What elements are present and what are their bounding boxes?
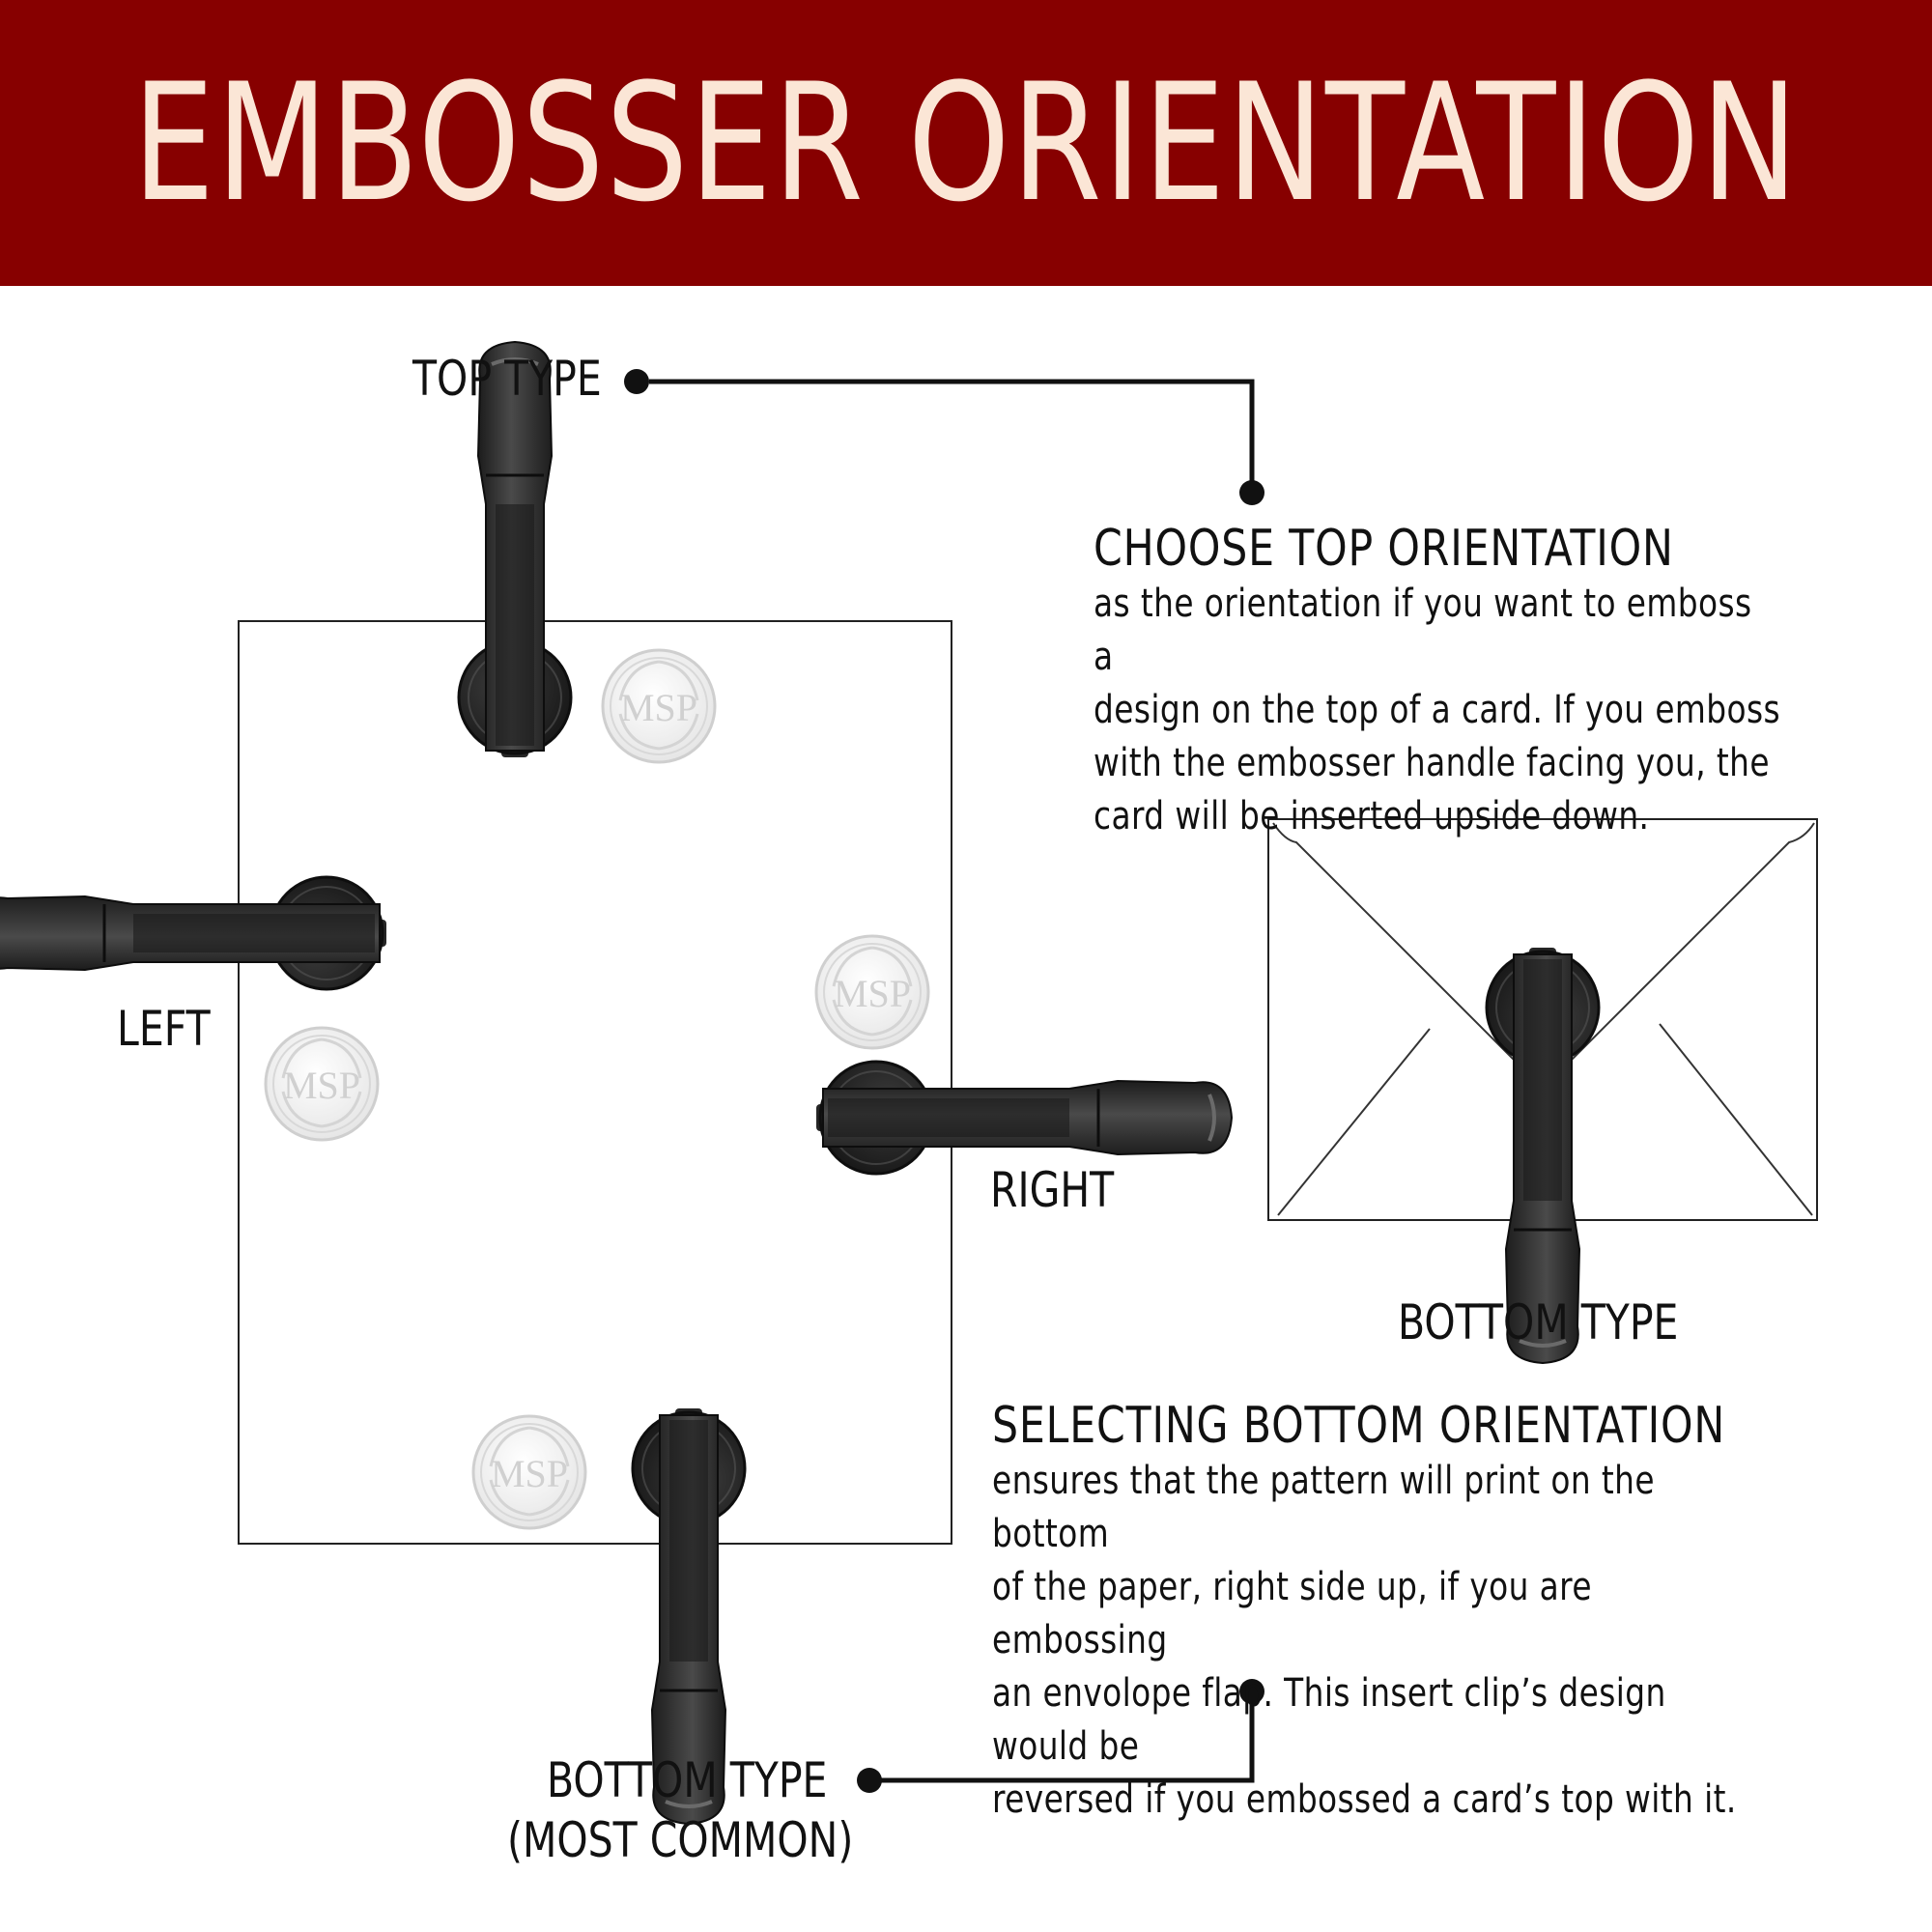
bottom-orientation-heading: SELECTING BOTTOM ORIENTATION <box>992 1397 1726 1455</box>
embosser-right-type <box>814 1060 1234 1176</box>
top-orientation-text: CHOOSE TOP ORIENTATION as the orientatio… <box>1094 520 1781 843</box>
bottom-orientation-text: SELECTING BOTTOM ORIENTATION ensures tha… <box>992 1397 1763 1827</box>
label-bottom-type-main: BOTTOM TYPE <box>547 1752 828 1808</box>
label-left: LEFT <box>117 1001 211 1057</box>
page-title: EMBOSSER ORIENTATION <box>132 48 1800 238</box>
top-orientation-body: as the orientation if you want to emboss… <box>1094 582 1780 838</box>
seal-text-left: MSP <box>283 1064 360 1107</box>
title-banner: EMBOSSER ORIENTATION <box>0 0 1932 286</box>
embosser-left-type <box>0 875 388 991</box>
label-bottom-type-envelope: BOTTOM TYPE <box>1398 1294 1679 1350</box>
top-orientation-heading: CHOOSE TOP ORIENTATION <box>1094 520 1674 578</box>
label-right: RIGHT <box>990 1162 1115 1218</box>
label-bottom-type-note: (MOST COMMON) <box>507 1812 854 1868</box>
seal-text-top: MSP <box>620 686 697 729</box>
label-top-type: TOP TYPE <box>412 351 602 407</box>
connector-top <box>624 369 1264 505</box>
connector-bottom <box>857 1679 1264 1793</box>
seal-text-bottom: MSP <box>491 1452 568 1495</box>
seal-text-right: MSP <box>834 972 911 1015</box>
bottom-orientation-body: ensures that the pattern will print on t… <box>992 1459 1737 1822</box>
